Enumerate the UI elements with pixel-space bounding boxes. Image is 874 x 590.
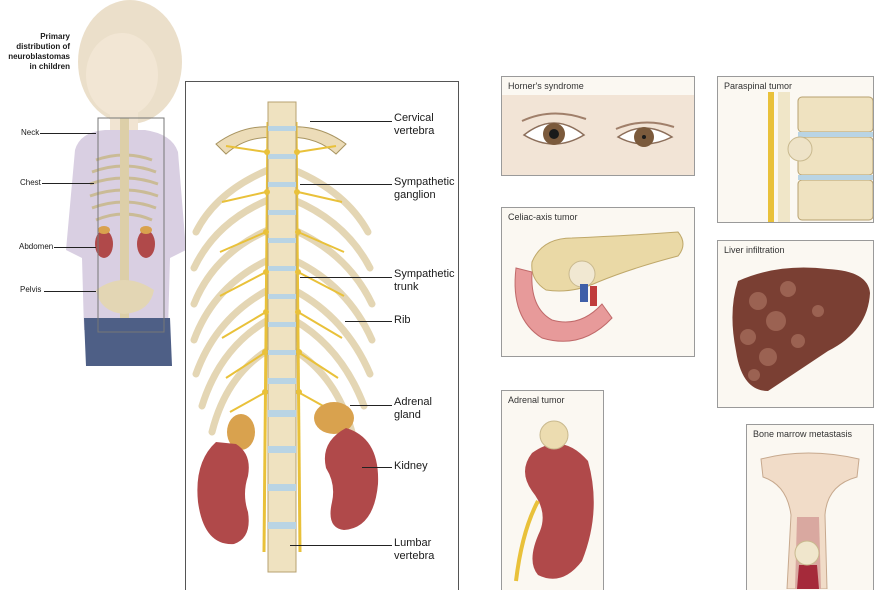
panel-celiac-axis-tumor: Celiac-axis tumor (501, 207, 695, 357)
panel-liver-infiltration: Liver infiltration (717, 240, 874, 408)
leader-abdomen (54, 247, 96, 248)
panel-title-paraspinal: Paraspinal tumor (724, 81, 792, 91)
panel-title-celiac: Celiac-axis tumor (508, 212, 578, 222)
panel-horners-syndrome: Horner's syndrome (501, 76, 695, 176)
leader-chest (42, 183, 94, 184)
label-neck: Neck (21, 128, 39, 138)
leader-adrenal (350, 405, 392, 406)
leader-cervical (310, 121, 392, 122)
leader-lumbar (290, 545, 392, 546)
leader-trunk (300, 277, 392, 278)
label-chest: Chest (20, 178, 41, 188)
panel-bone-marrow-metastasis: Bone marrow metastasis (746, 424, 874, 590)
label-rib: Rib (394, 314, 411, 327)
leader-neck (40, 133, 96, 134)
leader-ganglion (300, 184, 392, 185)
distribution-title: Primary distribution of neuroblastomas i… (8, 32, 70, 72)
panel-adrenal-tumor: Adrenal tumor (501, 390, 604, 590)
label-pelvis: Pelvis (20, 285, 41, 295)
leader-rib (345, 321, 392, 322)
spine-panel (185, 81, 459, 590)
child-figure (60, 0, 190, 370)
leader-kidney (362, 467, 392, 468)
label-kidney: Kidney (394, 460, 428, 473)
panel-title-liver: Liver infiltration (724, 245, 785, 255)
panel-title-horner: Horner's syndrome (508, 81, 584, 91)
panel-title-adrenal: Adrenal tumor (508, 395, 565, 405)
panel-paraspinal-tumor: Paraspinal tumor (717, 76, 874, 223)
panel-title-marrow: Bone marrow metastasis (753, 429, 852, 439)
leader-pelvis (44, 291, 96, 292)
label-abdomen: Abdomen (19, 242, 53, 252)
